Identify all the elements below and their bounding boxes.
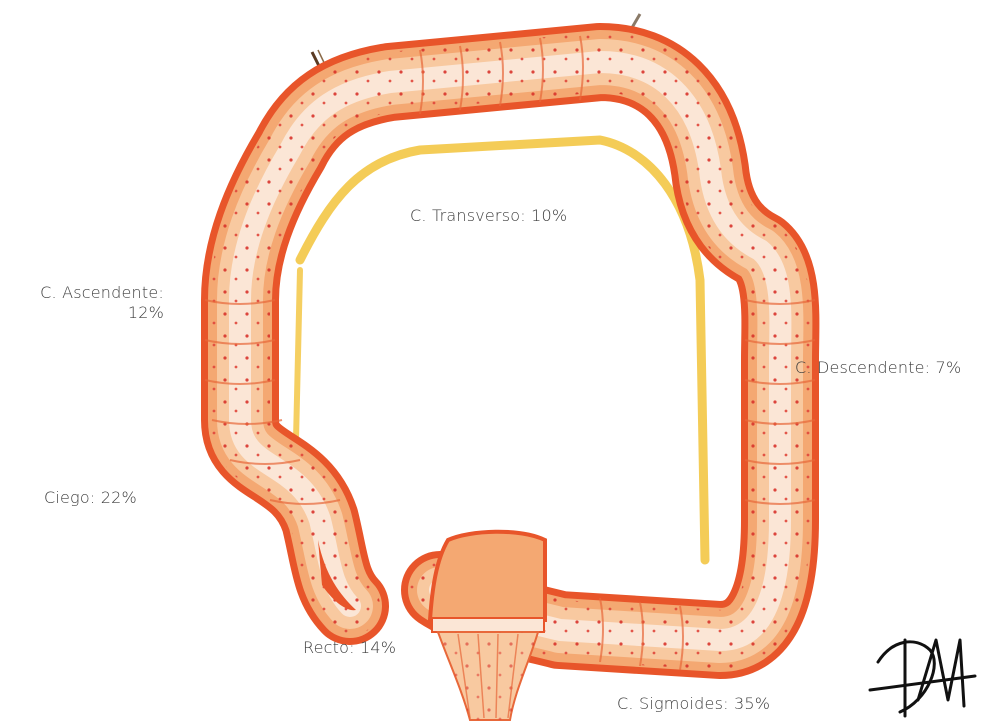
signature xyxy=(870,640,975,716)
rectum xyxy=(430,532,545,720)
label-colon-ascendente: C. Ascendente: 12% xyxy=(16,283,164,323)
label-recto: Recto: 14% xyxy=(303,638,396,658)
label-colon-descendente: C. Descendente: 7% xyxy=(795,358,961,378)
label-colon-ascendente-line1: C. Ascendente: xyxy=(16,283,164,303)
label-colon-transverso: C. Transverso: 10% xyxy=(410,206,567,226)
label-colon-ascendente-line2: 12% xyxy=(16,303,164,323)
label-colon-sigmoides: C. Sigmoides: 35% xyxy=(617,694,770,714)
label-ciego: Ciego: 22% xyxy=(44,488,137,508)
